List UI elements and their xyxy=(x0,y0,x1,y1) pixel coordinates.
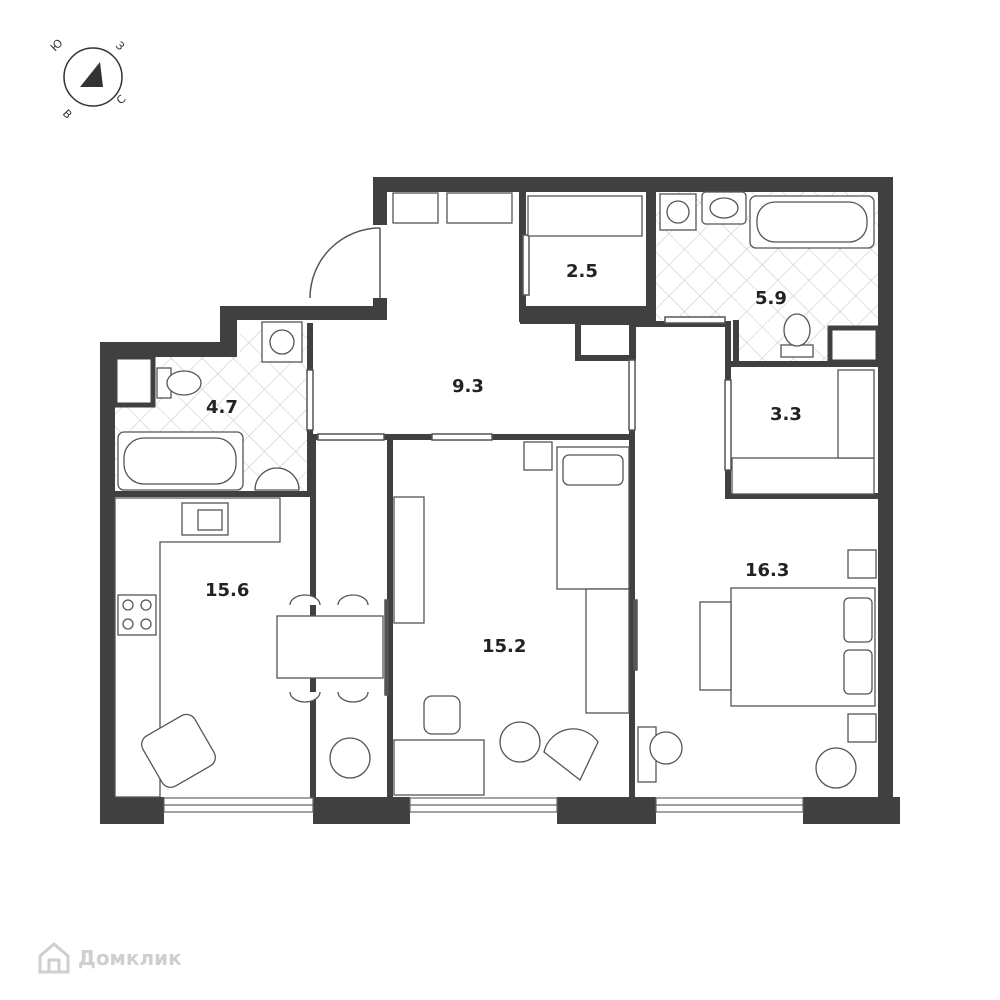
dining-table xyxy=(276,615,384,679)
area-label-bathroom-left: 4.7 xyxy=(206,397,238,418)
compass-letter-west: З xyxy=(113,39,127,53)
compass-ring xyxy=(63,47,123,107)
round-ottoman xyxy=(499,721,541,763)
bench-bed xyxy=(699,601,732,691)
closet-rail xyxy=(527,195,643,237)
sliding-door-kitchen xyxy=(384,599,389,696)
closet-door-opening xyxy=(522,234,530,296)
bathtub-right-inner xyxy=(756,201,868,243)
wall-bottom-pillar-2 xyxy=(313,797,410,824)
hall-bench xyxy=(392,192,439,224)
shaft-middle xyxy=(575,319,636,361)
plants xyxy=(329,737,857,789)
wall-bottom-pillar-4 xyxy=(803,797,900,824)
kitchen-sink-bowl xyxy=(197,509,223,531)
compass-letter-east: В xyxy=(60,107,75,122)
wall-top xyxy=(373,177,893,192)
wardrobe-rail-bottom xyxy=(731,457,875,495)
pillow xyxy=(843,597,873,643)
kitchen-door-opening xyxy=(317,433,385,441)
cooktop xyxy=(117,594,157,636)
kitchen-counter xyxy=(114,497,281,798)
washer-left-drum xyxy=(269,329,295,355)
windows xyxy=(163,797,804,813)
wall-step xyxy=(220,306,237,342)
toilet-right-bowl xyxy=(783,313,811,347)
wall-upper-left xyxy=(220,306,387,320)
shaft-right xyxy=(827,325,881,365)
chair xyxy=(289,594,321,606)
chair xyxy=(289,691,321,703)
plant-icon xyxy=(815,747,857,789)
wall-left-top xyxy=(100,342,237,357)
room-area-labels: 9.3 2.5 5.9 4.7 3.3 15.6 15.2 16.3 xyxy=(205,261,802,657)
armchair-kitchen xyxy=(141,713,216,788)
wall-entry-left xyxy=(373,177,387,225)
wall-right xyxy=(878,177,893,797)
area-label-closet: 2.5 xyxy=(566,261,598,282)
armchair-bedroom xyxy=(543,728,599,782)
bath-right-door-opening xyxy=(664,316,726,324)
area-label-bedroom-right: 16.3 xyxy=(745,560,789,581)
sliding-door-right xyxy=(633,599,638,671)
shaft-left xyxy=(112,354,156,408)
wall-bath-left xyxy=(646,192,656,324)
nightstand-middle xyxy=(523,441,553,471)
chair xyxy=(337,594,369,606)
wall-bottom-pillar-1 xyxy=(100,797,164,824)
compass-arrow-icon xyxy=(80,62,103,87)
pillow xyxy=(843,649,873,695)
compass-letter-south: Ю xyxy=(48,36,66,54)
watermark: Домклик xyxy=(36,940,182,976)
nightstand-right xyxy=(847,713,877,743)
walls xyxy=(100,177,900,824)
bathtub-left-inner xyxy=(123,437,237,485)
doors xyxy=(306,227,732,696)
area-label-hallway: 9.3 xyxy=(452,376,484,397)
nightstand-right xyxy=(847,549,877,579)
watermark-text: Домклик xyxy=(78,946,182,970)
toilet-right-tank xyxy=(780,344,814,358)
area-label-bathroom-right: 5.9 xyxy=(755,288,787,309)
area-label-wardrobe: 3.3 xyxy=(770,404,802,425)
wardrobe-rail-side xyxy=(837,369,875,459)
bedroom-door-opening xyxy=(431,433,493,441)
compass: Ю З С В xyxy=(48,36,129,121)
sink-left xyxy=(254,467,300,491)
hall-shelf xyxy=(446,192,513,224)
desk-chair xyxy=(423,695,461,735)
washer-right-drum xyxy=(666,200,690,224)
wall-left xyxy=(100,342,115,824)
entry-door-swing xyxy=(309,227,381,299)
area-label-kitchen: 15.6 xyxy=(205,580,249,601)
compass-letter-north: С xyxy=(114,92,129,107)
bedroom-right-door-opening xyxy=(628,359,636,431)
plant-icon xyxy=(329,737,371,779)
sink-right-bowl xyxy=(709,197,739,219)
chair xyxy=(337,691,369,703)
house-logo-icon xyxy=(38,942,70,974)
area-label-bedroom-middle: 15.2 xyxy=(482,636,526,657)
hanger-rack-middle xyxy=(585,588,630,714)
pillow xyxy=(562,454,624,486)
wall-bottom-pillar-3 xyxy=(557,797,656,824)
wardrobe-middle xyxy=(393,496,425,624)
fixtures xyxy=(114,191,877,798)
wardrobe-door-opening xyxy=(724,379,732,471)
desk xyxy=(393,739,485,796)
bath-left-door-opening xyxy=(306,369,314,431)
side-table xyxy=(649,731,683,765)
toilet-left-bowl xyxy=(166,370,202,396)
